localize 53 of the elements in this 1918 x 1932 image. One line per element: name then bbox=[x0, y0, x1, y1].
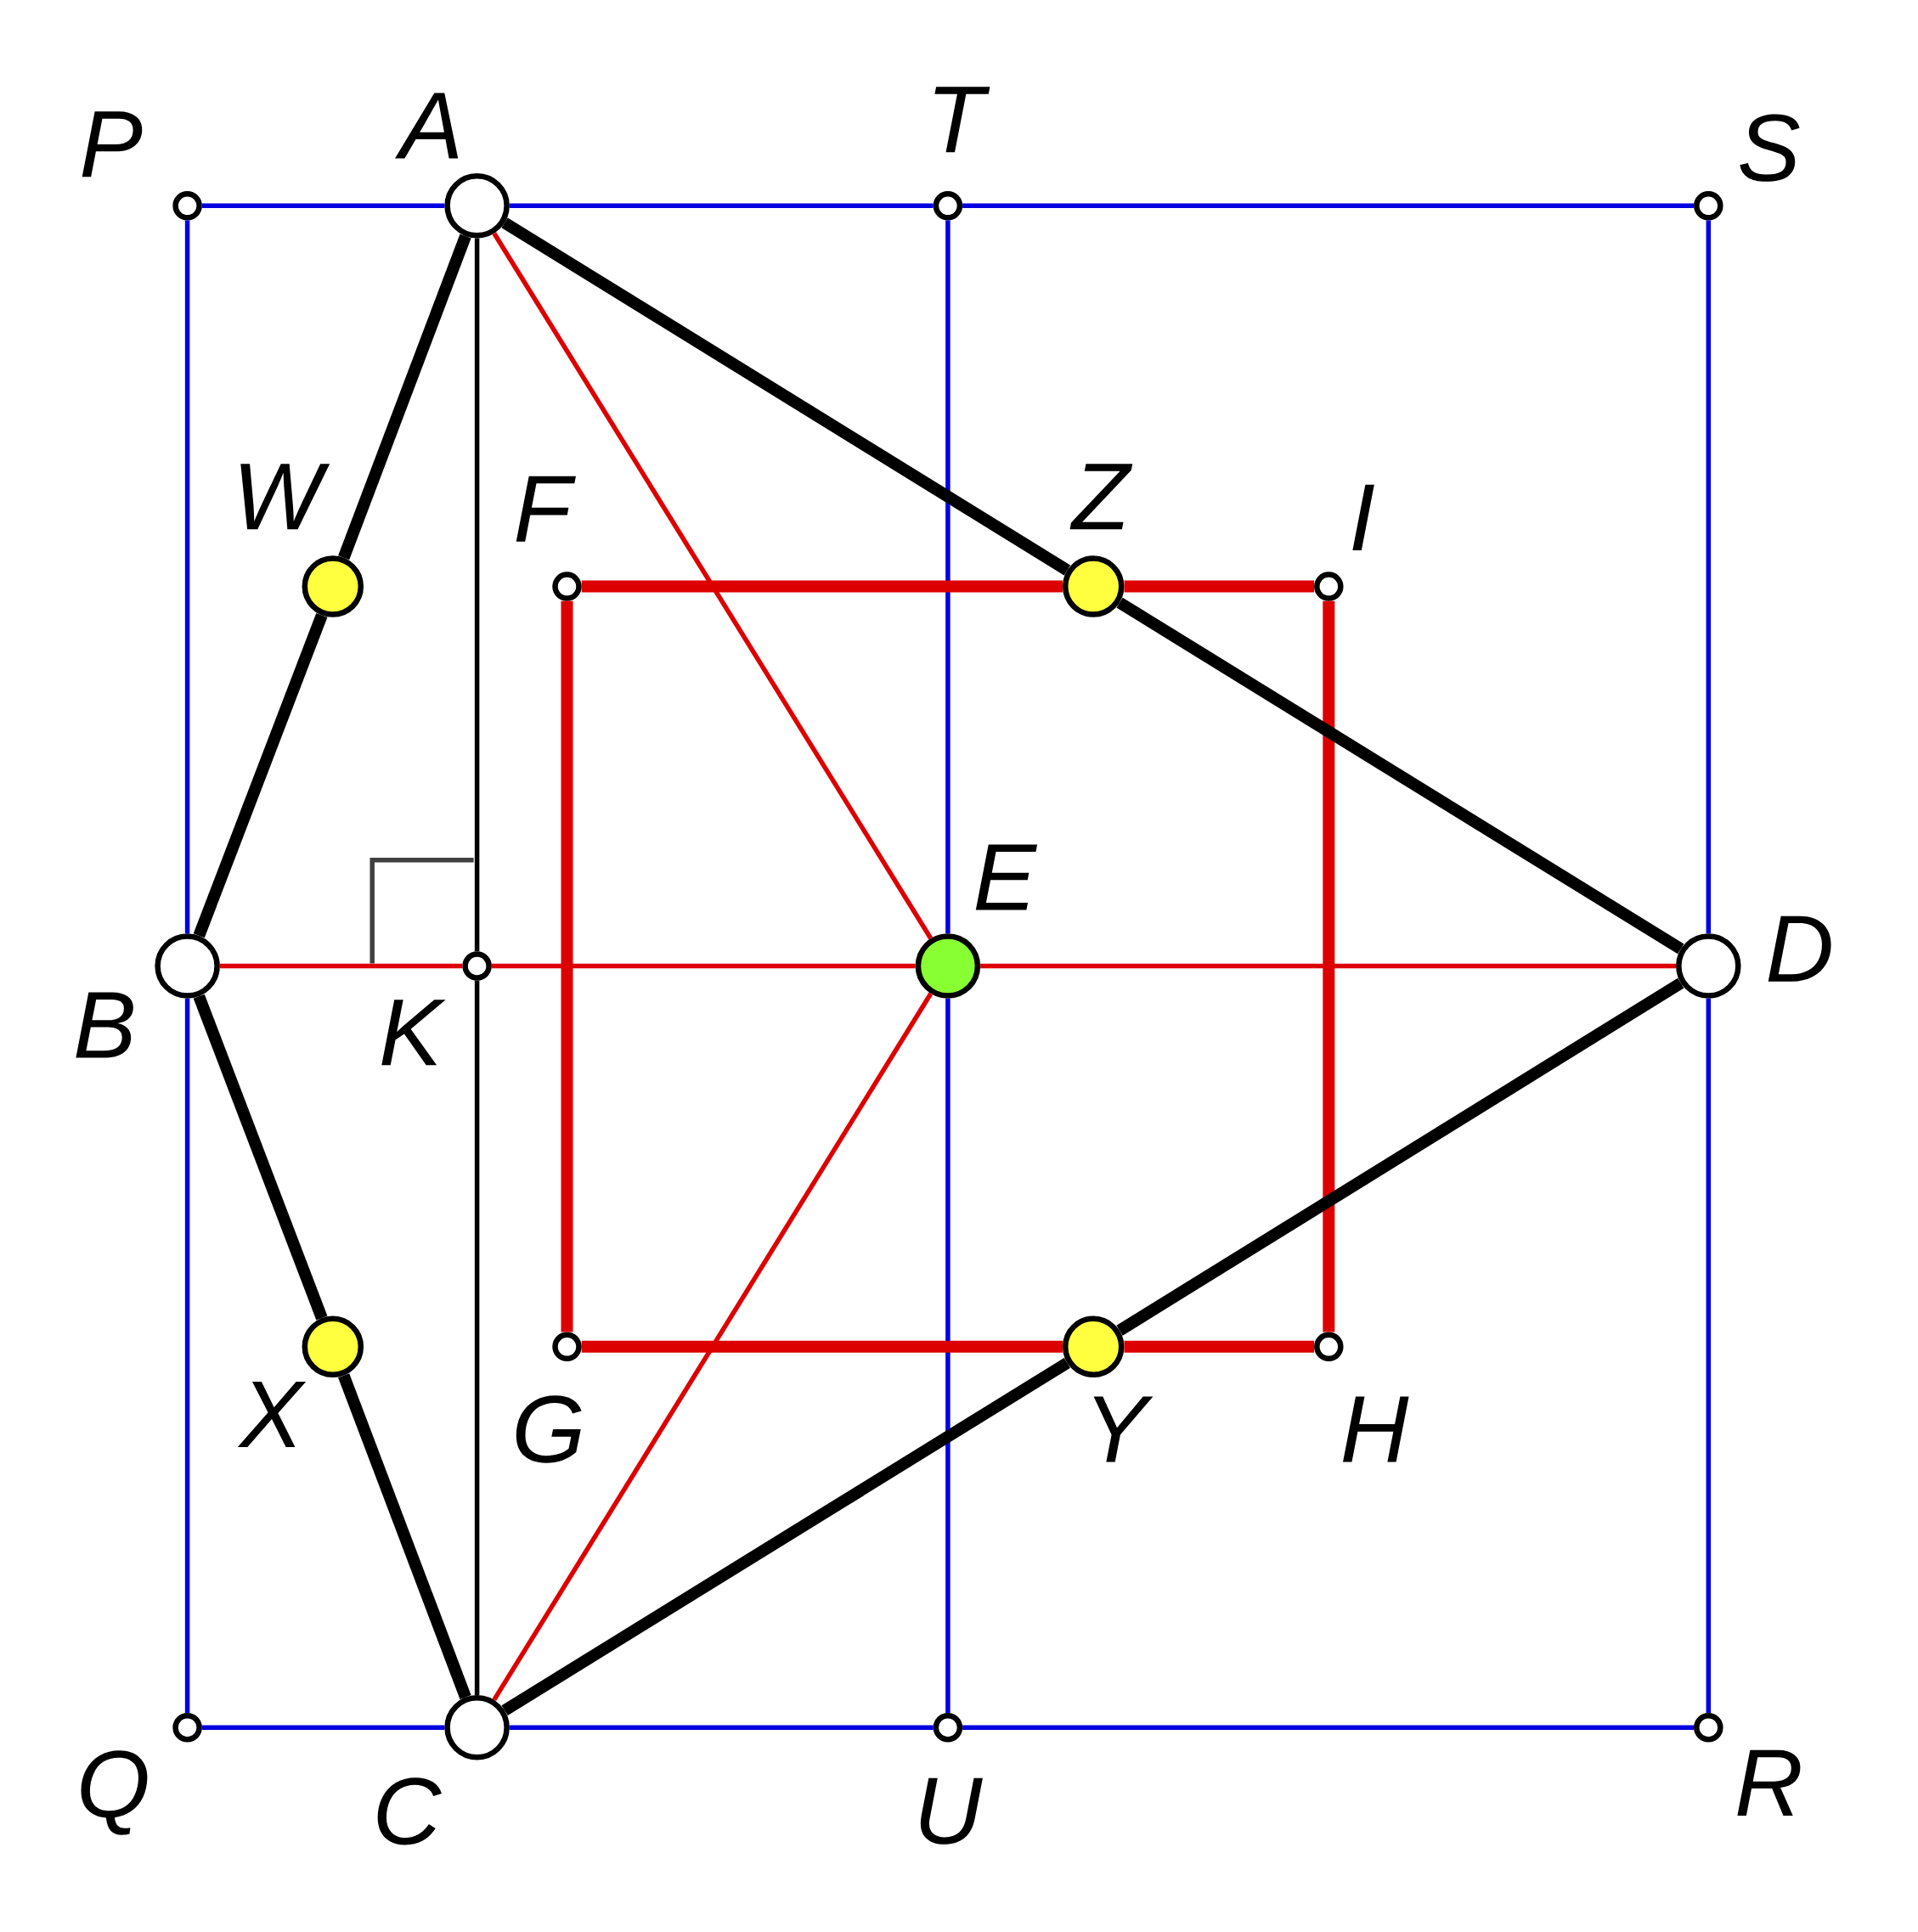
line-segment bbox=[474, 980, 480, 1695]
point-label: W bbox=[240, 464, 330, 530]
line-segment bbox=[184, 998, 190, 1713]
line-segment bbox=[962, 1725, 1695, 1730]
point-label: D bbox=[1768, 915, 1831, 982]
line-segment bbox=[962, 203, 1695, 209]
line-segment bbox=[492, 232, 934, 940]
point-label: T bbox=[934, 87, 990, 153]
line-segment bbox=[1116, 597, 1684, 955]
line-segment bbox=[1116, 977, 1684, 1336]
point-label: I bbox=[1352, 484, 1374, 550]
line-segment bbox=[201, 203, 445, 209]
point-label: H bbox=[1343, 1396, 1409, 1462]
line-segment bbox=[1706, 998, 1712, 1713]
point-label: G bbox=[516, 1395, 582, 1463]
line-segment bbox=[193, 612, 328, 938]
line-segment bbox=[201, 1725, 445, 1730]
point-label: C bbox=[377, 1777, 442, 1845]
point-label: K bbox=[381, 1000, 446, 1066]
line-segment bbox=[474, 238, 480, 952]
line-segment bbox=[509, 203, 934, 209]
line-segment bbox=[501, 217, 1071, 576]
line-segment bbox=[338, 234, 471, 560]
line-segment bbox=[219, 963, 463, 969]
point-label: R bbox=[1737, 1749, 1801, 1816]
line-segment bbox=[945, 998, 951, 1713]
point-label: X bbox=[237, 1382, 307, 1448]
line-segment bbox=[1124, 1340, 1315, 1353]
point-label: Q bbox=[81, 1750, 148, 1835]
point-label: Z bbox=[1069, 464, 1133, 530]
line-segment bbox=[184, 220, 190, 934]
point-label: A bbox=[395, 93, 459, 159]
line-segment bbox=[193, 994, 328, 1321]
point-label: S bbox=[1740, 114, 1800, 182]
line-segment bbox=[501, 1357, 1071, 1716]
point-label: P bbox=[82, 111, 143, 177]
point-label: U bbox=[920, 1777, 983, 1845]
line-segment bbox=[1124, 580, 1315, 593]
line-segment bbox=[945, 220, 951, 934]
point-label: Y bbox=[1093, 1396, 1154, 1462]
line-segment bbox=[491, 963, 916, 969]
line-segment bbox=[980, 963, 1677, 969]
line-segment bbox=[509, 1725, 934, 1730]
line-segment bbox=[1323, 600, 1335, 1332]
line-segment bbox=[1706, 220, 1712, 934]
line-segment bbox=[581, 1340, 1063, 1353]
point-label: F bbox=[516, 476, 576, 542]
point-label: B bbox=[76, 992, 133, 1058]
line-segment bbox=[338, 1373, 471, 1699]
line-segment bbox=[561, 600, 573, 1332]
line-segment bbox=[581, 580, 1063, 593]
point-label: E bbox=[975, 844, 1038, 910]
line-segment bbox=[492, 992, 934, 1702]
